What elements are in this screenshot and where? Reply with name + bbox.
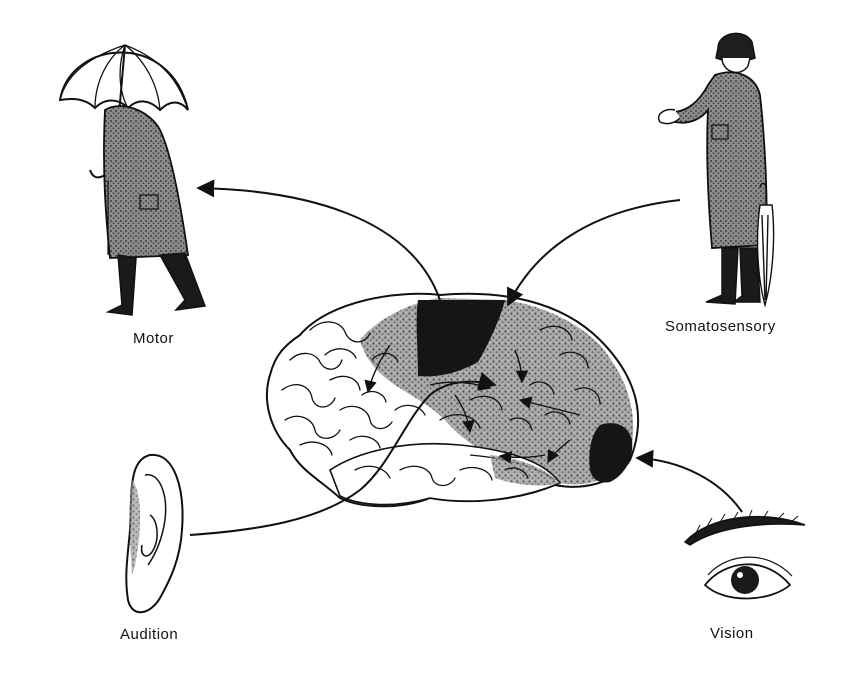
- standing-man-legs: [705, 247, 761, 305]
- brain-gyri: [281, 321, 601, 487]
- eye-highlight: [737, 572, 743, 578]
- walking-man-coat: [103, 105, 190, 259]
- motor-arrow: [196, 179, 441, 301]
- closed-umbrella: [756, 182, 775, 308]
- ear-shading: [129, 480, 140, 575]
- audition-label: Audition: [120, 626, 179, 643]
- occipital-cortex-dark: [589, 423, 633, 483]
- motor-label: Motor: [133, 330, 174, 347]
- standing-man-coat: [670, 71, 768, 249]
- standing-man-hat: [715, 32, 756, 62]
- walking-man-figure: [58, 44, 207, 316]
- central-cortex-dark: [416, 300, 505, 377]
- brain-illustration: [266, 292, 639, 508]
- somatosensory-arrow: [507, 199, 681, 307]
- pathway-arrows: [189, 179, 743, 536]
- vision-label: Vision: [710, 625, 754, 642]
- walking-man-legs: [105, 252, 207, 316]
- standing-man-figure: [658, 32, 775, 308]
- somatosensory-label: Somatosensory: [665, 318, 776, 335]
- eyebrow: [683, 515, 806, 546]
- ear-illustration: [125, 453, 184, 614]
- eye-iris: [731, 566, 759, 594]
- vision-arrow: [635, 449, 743, 513]
- standing-man-hand: [658, 108, 681, 125]
- audition-arrow: [189, 371, 497, 536]
- eye-illustration: [683, 509, 806, 600]
